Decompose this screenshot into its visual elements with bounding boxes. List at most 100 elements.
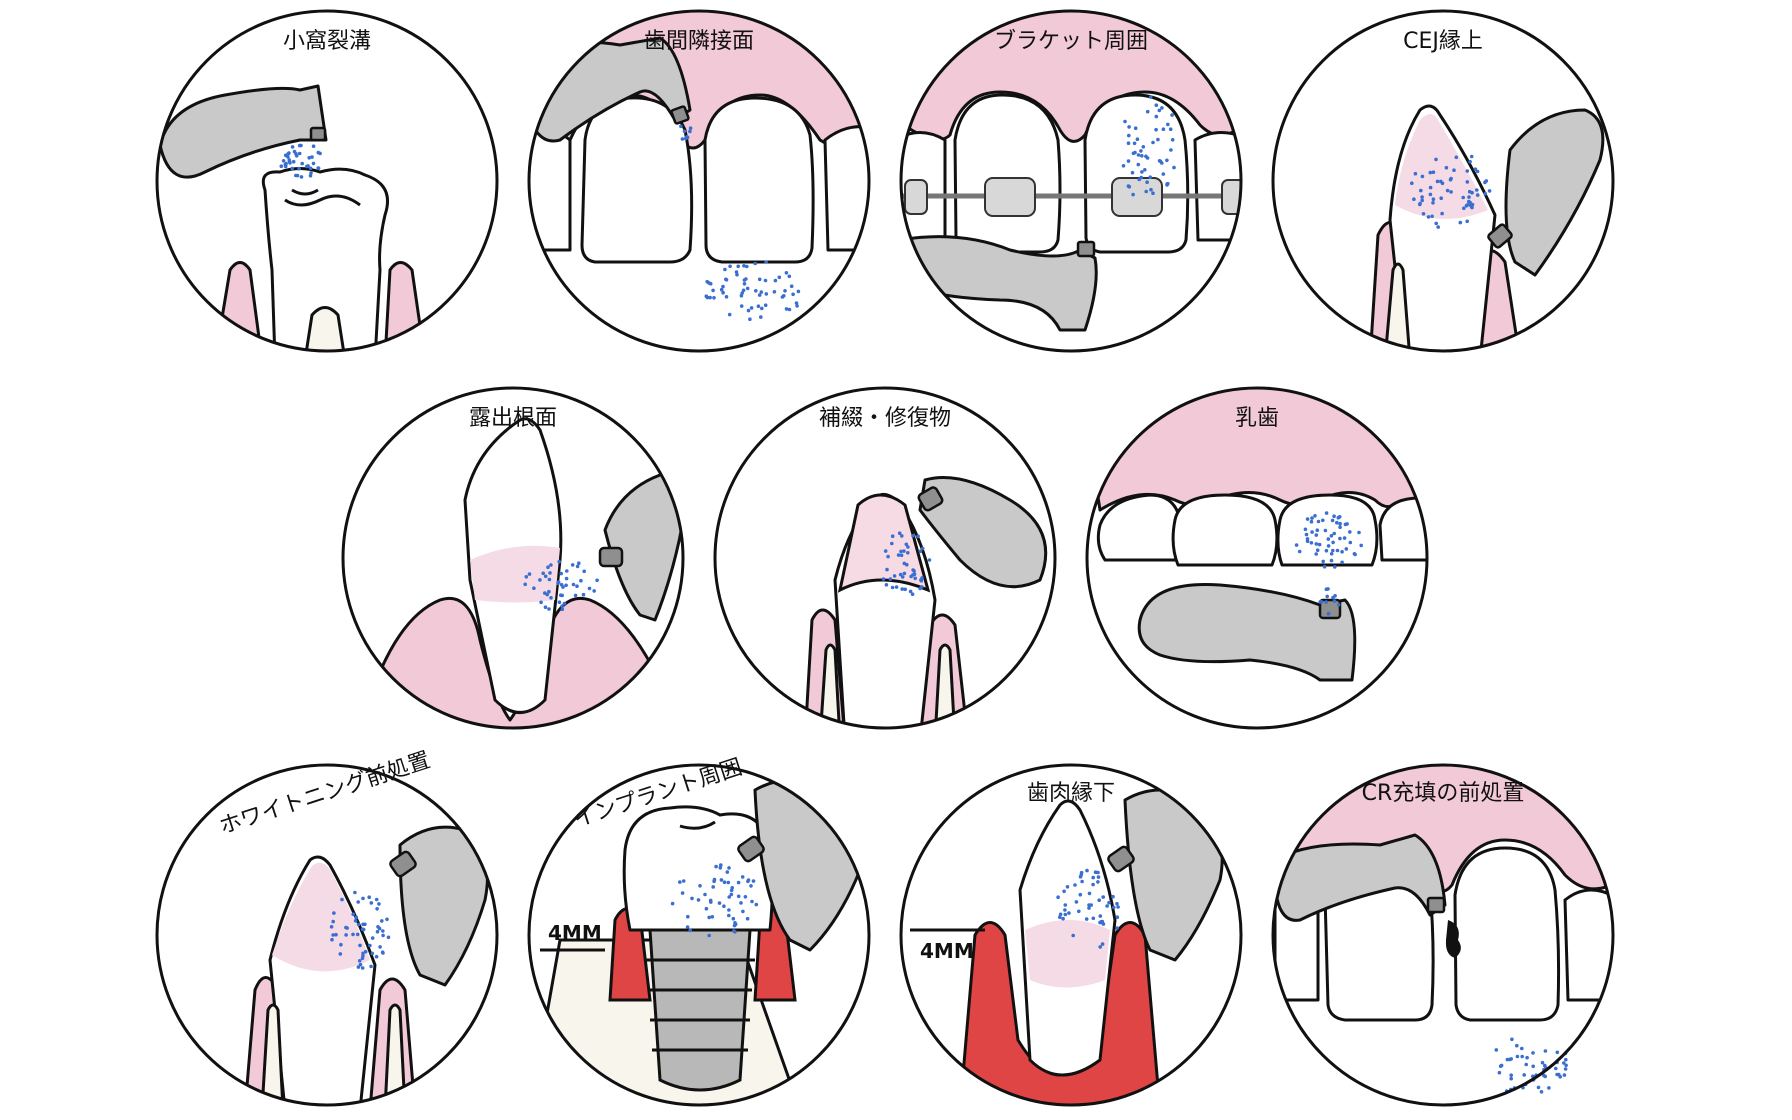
- spray-dot: [1440, 211, 1444, 216]
- spray-dot: [577, 561, 581, 565]
- spray-dot: [532, 586, 536, 590]
- spray-dot: [920, 576, 924, 580]
- spray-dot: [1058, 915, 1062, 919]
- spray-dot: [1063, 908, 1067, 912]
- circle-label: 補綴・修復物: [819, 406, 951, 431]
- spray-dot: [883, 549, 888, 553]
- measurement-label: 4MM: [548, 921, 602, 945]
- spray-dots: [679, 124, 801, 322]
- spray-dot: [297, 151, 302, 156]
- spray-dots: [881, 531, 932, 596]
- spray-dot: [1525, 1055, 1529, 1060]
- spray-dot: [1151, 140, 1155, 145]
- circle-label: 乳歯: [1235, 406, 1279, 431]
- spray-dot: [900, 587, 904, 591]
- spray-dot: [729, 892, 734, 897]
- spray-dot: [1469, 154, 1474, 159]
- spray-dot: [680, 891, 685, 895]
- spray-dot: [1063, 912, 1068, 917]
- spray-dot: [1436, 225, 1440, 229]
- spray-dot: [746, 879, 750, 884]
- spray-dot: [560, 604, 564, 608]
- spray-dot: [670, 901, 675, 906]
- spray-dot: [363, 949, 368, 954]
- spray-dot: [1353, 552, 1357, 557]
- circle-peri-implant: 4MM インプラント周囲: [527, 755, 871, 1107]
- spray-dot: [565, 569, 569, 573]
- spray-dot: [381, 929, 385, 933]
- spray-dot: [736, 264, 740, 269]
- spray-dot: [1336, 515, 1341, 520]
- spray-dot: [1304, 532, 1309, 537]
- spray-dot: [1338, 536, 1342, 541]
- spray-dot: [703, 892, 707, 897]
- spray-dot: [705, 279, 709, 284]
- spray-dot: [721, 284, 725, 289]
- spray-dot: [782, 294, 786, 298]
- spray-dot: [1165, 158, 1169, 163]
- spray-dot: [920, 546, 925, 551]
- spray-dot: [1078, 892, 1083, 897]
- spray-dot: [724, 295, 729, 299]
- spray-dot: [1151, 191, 1155, 195]
- spray-dot: [1470, 202, 1475, 207]
- spray-dot: [308, 166, 313, 171]
- spray-dot: [1156, 137, 1160, 142]
- spray-dot: [1087, 891, 1092, 896]
- spray-dot: [543, 605, 548, 609]
- spray-dot: [556, 580, 561, 584]
- spray-dot: [356, 900, 361, 904]
- spray-dot: [575, 564, 580, 569]
- spray-dot: [559, 571, 563, 576]
- spray-dot: [902, 549, 906, 553]
- spray-dot: [1332, 599, 1337, 603]
- spray-dot: [1342, 536, 1347, 540]
- spray-dot: [557, 600, 562, 604]
- spray-dot: [712, 879, 716, 884]
- spray-dot: [1079, 870, 1084, 875]
- spray-dot: [1096, 880, 1100, 884]
- spray-dot: [721, 290, 725, 295]
- spray-dot: [888, 577, 893, 581]
- circle-primary-teeth: 乳歯: [1085, 386, 1429, 730]
- spray-dot: [1087, 903, 1091, 907]
- spray-dot: [1127, 133, 1131, 138]
- spray-dot: [734, 270, 739, 274]
- spray-dot: [1313, 514, 1317, 518]
- spray-dot: [711, 288, 715, 293]
- spray-dot: [1310, 516, 1314, 520]
- spray-dot: [760, 306, 764, 311]
- spray-dot: [370, 951, 375, 956]
- spray-dot: [1297, 549, 1302, 554]
- circle-label: 歯肉縁下: [1027, 781, 1115, 806]
- spray-dot: [309, 171, 313, 175]
- spray-dot: [927, 558, 932, 562]
- spray-dot: [1439, 196, 1443, 200]
- spray-dot: [1520, 1046, 1524, 1051]
- spray-dot: [543, 574, 548, 579]
- spray-dot: [582, 569, 586, 574]
- spray-dot: [911, 533, 915, 538]
- spray-dot: [1465, 180, 1470, 184]
- spray-dot: [316, 150, 321, 155]
- circle-brackets: ブラケット周囲: [899, 9, 1243, 353]
- spray-dot: [1468, 200, 1472, 205]
- spray-dot: [351, 932, 355, 937]
- spray-dot: [351, 912, 356, 916]
- spray-dot: [344, 933, 348, 937]
- spray-dots: [1056, 868, 1120, 949]
- measurement-label: 4MM: [920, 939, 974, 963]
- spray-dot: [910, 592, 915, 596]
- spray-dot: [374, 897, 379, 902]
- spray-dot: [581, 592, 586, 597]
- spray-dot: [1131, 151, 1136, 156]
- spray-dot: [730, 886, 734, 890]
- spray-dot: [739, 901, 743, 905]
- spray-dot: [679, 124, 683, 129]
- spray-dot: [1348, 530, 1352, 534]
- spray-dot: [1096, 875, 1101, 879]
- spray-dot: [1563, 1067, 1568, 1071]
- spray-dot: [1061, 916, 1065, 921]
- spray-dot: [332, 911, 336, 915]
- spray-dot: [358, 962, 363, 967]
